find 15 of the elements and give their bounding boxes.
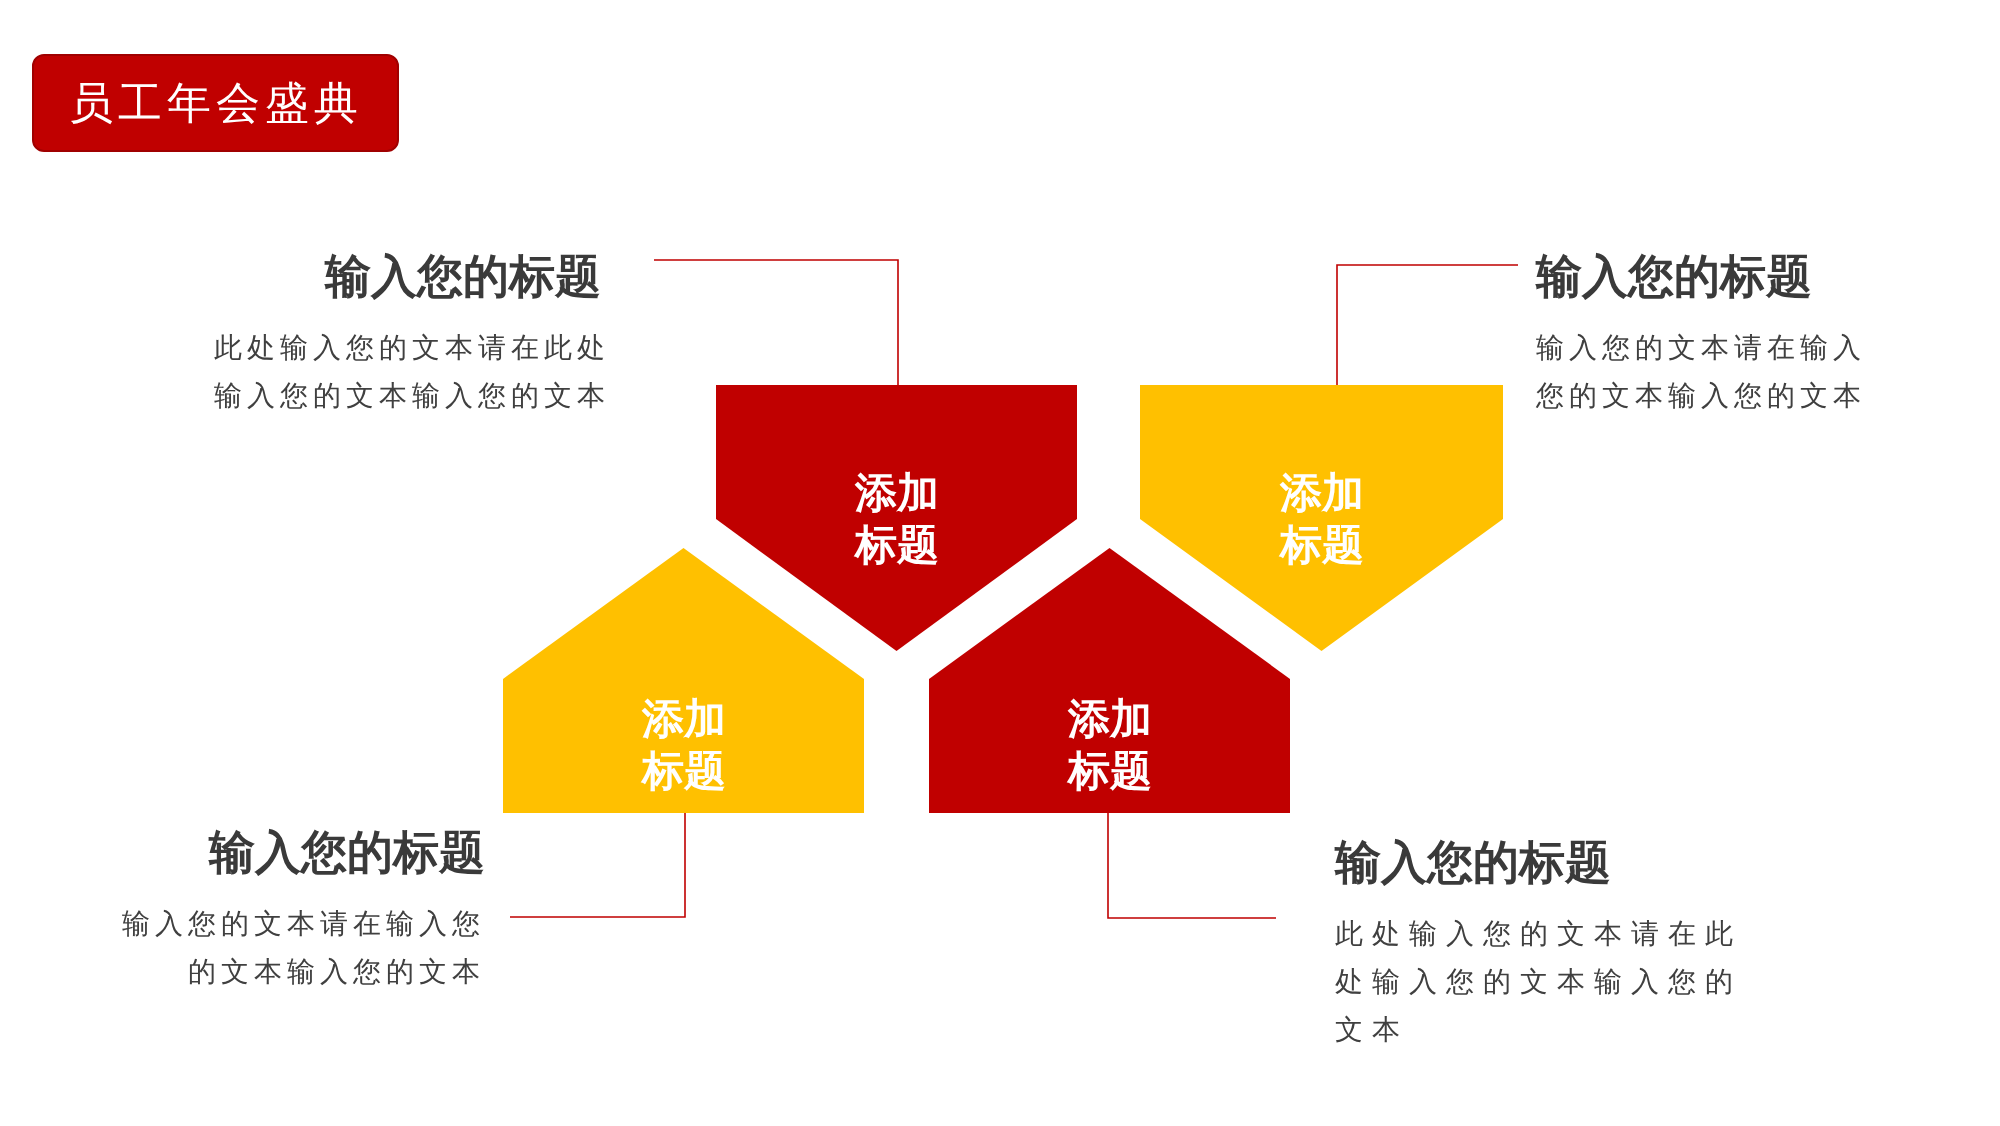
body-text: 输入您的文本请在输入您的文本输入您的文本 [121, 907, 485, 989]
down-pentagon: 添加标题 [1140, 385, 1503, 651]
body-text: 此处输入您的文本请在此处输入您的文本输入您的文本 [1335, 917, 1743, 1047]
heading: 输入您的标题 [209, 825, 485, 880]
body-text: 此处输入您的文本请在此处输入您的文本输入您的文本 [213, 331, 610, 413]
leader-line [1107, 812, 1277, 919]
title-banner: 员工年会盛典 [32, 54, 399, 152]
down-pentagon: 添加标题 [716, 385, 1077, 651]
heading: 输入您的标题 [325, 249, 601, 304]
heading: 输入您的标题 [1536, 249, 1812, 304]
leader-line [1336, 264, 1519, 386]
body-text: 输入您的文本请在输入您的文本输入您的文本 [1536, 331, 1867, 413]
leader-line [509, 812, 686, 918]
heading: 输入您的标题 [1335, 835, 1611, 890]
leader-line [653, 259, 899, 386]
